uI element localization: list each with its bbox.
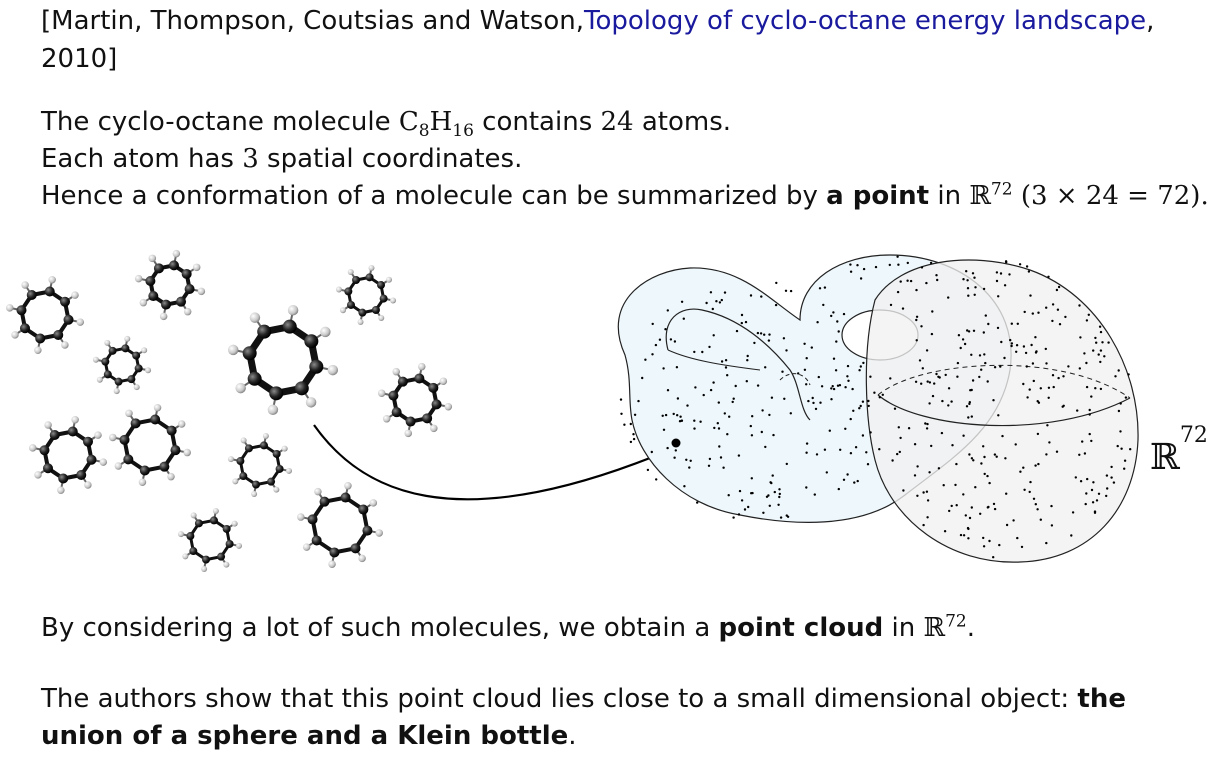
dimension-equation: (3 × 24 = 72). <box>1012 181 1209 211</box>
conclusion-text: . <box>966 613 975 643</box>
molecule <box>335 264 397 326</box>
molecule <box>109 404 191 486</box>
citation-year-text: 2010] <box>41 44 118 74</box>
citation-comma: , <box>1146 6 1155 36</box>
intro-line-3: Hence a conformation of a molecule can b… <box>41 179 1209 213</box>
molecule <box>134 249 206 321</box>
molecule <box>28 415 108 495</box>
conclusion-bold: union of a sphere and a Klein bottle <box>41 721 569 751</box>
molecule-formula: C8H16 <box>398 107 474 140</box>
figure-space-label: ℝ72 <box>1150 425 1208 478</box>
formula-h: H <box>429 107 453 137</box>
atom-count: 24 <box>600 107 634 137</box>
intro-line-1: The cyclo-octane molecule C8H16 contains… <box>41 105 732 140</box>
conclusion-text: By considering a lot of such molecules, … <box>41 613 719 643</box>
point-cloud <box>619 255 1132 559</box>
conclusion-text: in <box>883 613 924 643</box>
figure <box>5 249 1139 573</box>
conclusion-text: . <box>568 721 577 751</box>
conclusion-bold: point cloud <box>718 613 884 643</box>
conclusion-line-1: By considering a lot of such molecules, … <box>41 611 975 645</box>
molecule <box>297 482 383 568</box>
intro-text: spatial coordinates. <box>258 144 523 174</box>
intro-text: Hence a conformation of a molecule can b… <box>41 181 827 211</box>
intro-bold: a point <box>826 181 930 211</box>
real-space-symbol: ℝ <box>969 181 991 211</box>
conclusion-text: The authors show that this point cloud l… <box>41 684 1078 714</box>
figure-space-dim: 72 <box>1179 423 1208 448</box>
real-space-symbol: ℝ <box>923 613 946 643</box>
sphere <box>865 259 1139 563</box>
intro-text: Each atom has <box>41 144 243 174</box>
molecule <box>177 507 243 573</box>
citation-line: [Martin, Thompson, Coutsias and Watson,T… <box>41 4 1154 38</box>
formula-h-sub: 16 <box>452 121 474 142</box>
real-space-dim: 72 <box>945 611 967 632</box>
figure-space-symbol: ℝ <box>1150 437 1180 478</box>
molecule-group <box>5 249 453 573</box>
real-space-dim: 72 <box>990 179 1013 200</box>
highlighted-point <box>671 438 681 448</box>
intro-text: in <box>929 181 970 211</box>
formula-c: C <box>398 107 419 137</box>
citation-year: 2010] <box>41 42 117 76</box>
conclusion-line-3: union of a sphere and a Klein bottle. <box>41 719 577 753</box>
intro-text: atoms. <box>633 107 732 137</box>
mapping-arrow <box>313 424 669 501</box>
intro-text: The cyclo-octane molecule <box>41 107 399 137</box>
molecule <box>5 275 85 355</box>
molecule <box>92 335 152 395</box>
molecule <box>227 432 293 498</box>
conclusion-line-2: The authors show that this point cloud l… <box>41 682 1126 716</box>
molecule <box>377 362 453 438</box>
intro-line-2: Each atom has 3 spatial coordinates. <box>41 142 522 176</box>
conclusion-bold: the <box>1077 684 1126 714</box>
coord-count: 3 <box>242 144 259 174</box>
formula-c-sub: 8 <box>418 121 430 142</box>
citation-title-link[interactable]: Topology of cyclo-octane energy landscap… <box>583 6 1147 36</box>
molecule <box>227 304 339 416</box>
citation-authors: [Martin, Thompson, Coutsias and Watson, <box>41 6 584 36</box>
intro-text: contains <box>473 107 601 137</box>
